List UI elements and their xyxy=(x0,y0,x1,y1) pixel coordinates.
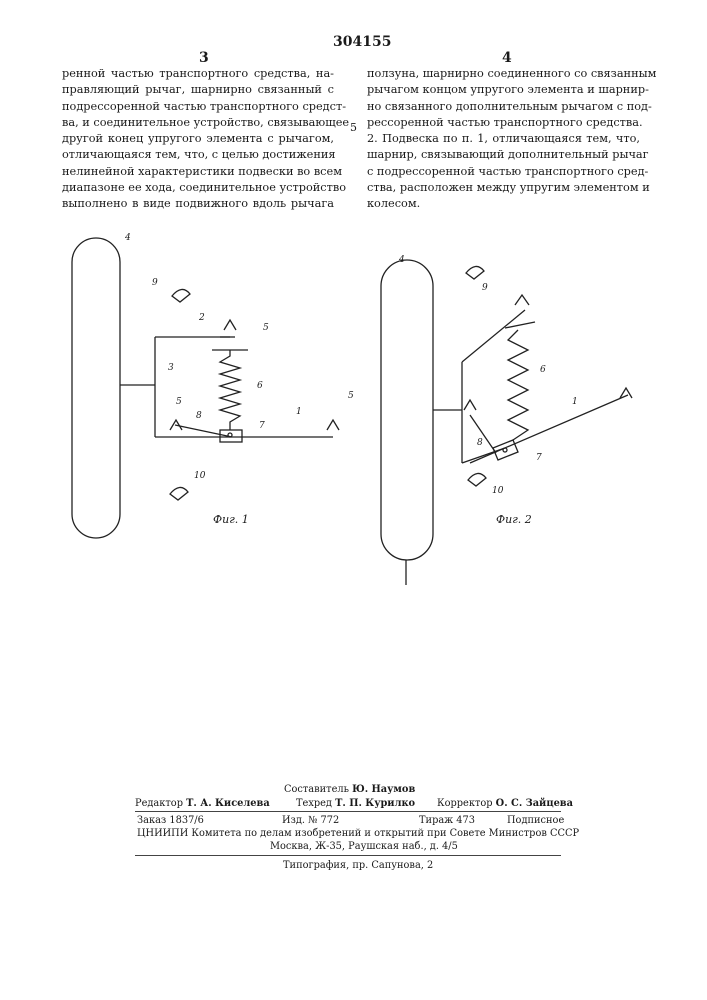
fig2-label-10: 10 xyxy=(492,486,504,496)
pivot-support xyxy=(327,420,339,430)
fig1-label-10: 10 xyxy=(194,471,206,481)
fig1-label-1: 1 xyxy=(296,407,302,417)
slider xyxy=(493,440,518,460)
figure-1 xyxy=(72,238,339,538)
fig1-label-4: 4 xyxy=(124,233,131,243)
figure-2 xyxy=(381,260,632,585)
footer-rule xyxy=(135,855,561,856)
figure-caption-1: Фиг. 1 xyxy=(213,513,249,526)
order-number: Заказ 1837/6 xyxy=(137,815,204,826)
techred-line: Техред Т. П. Курилко xyxy=(296,798,415,809)
wheel-outline xyxy=(381,260,433,560)
fig2-label-9: 9 xyxy=(482,283,488,293)
fig1-label-9: 9 xyxy=(152,278,158,288)
compiler-line: Составитель Ю. Наумов xyxy=(284,784,415,795)
fig2-label-7: 7 xyxy=(536,453,542,463)
subscription-note: Подписное xyxy=(507,815,564,826)
pivot-support xyxy=(224,320,236,330)
stop-9 xyxy=(466,266,484,279)
fig1-label-5-right: 5 xyxy=(348,391,354,401)
editor-line: Редактор Т. А. Киселева xyxy=(135,798,270,809)
extra-lever xyxy=(175,425,232,437)
corrector-line: Корректор О. С. Зайцева xyxy=(437,798,573,809)
address: Москва, Ж-35, Раушская наб., д. 4/5 xyxy=(270,841,458,852)
fig1-label-5-left: 5 xyxy=(176,397,182,407)
upper-arm xyxy=(462,310,525,362)
printer: Типография, пр. Сапунова, 2 xyxy=(283,860,433,871)
spring xyxy=(220,350,240,430)
fig2-label-8: 8 xyxy=(477,438,483,448)
fig2-label-6: 6 xyxy=(540,365,546,375)
figure-caption-2: Фиг. 2 xyxy=(496,513,532,526)
fig1-label-6: 6 xyxy=(257,381,263,391)
stop-9 xyxy=(172,289,190,302)
main-lever xyxy=(470,395,628,463)
stop-10 xyxy=(170,487,188,500)
organization: ЦНИИПИ Комитета по делам изобретений и о… xyxy=(137,828,579,839)
extra-lever xyxy=(470,415,496,453)
fig1-label-2: 2 xyxy=(198,313,205,323)
pivot-support xyxy=(464,400,476,410)
fig1-label-3: 3 xyxy=(168,363,174,373)
print-run: Тираж 473 xyxy=(419,815,475,826)
slider-pivot xyxy=(228,433,232,437)
wheel-outline xyxy=(72,238,120,538)
pivot-support xyxy=(515,295,529,305)
stop-10 xyxy=(468,473,486,486)
edition-number: Изд. № 772 xyxy=(282,815,339,826)
spring xyxy=(508,330,528,440)
fig2-label-1: 1 xyxy=(572,397,578,407)
footer-rule xyxy=(135,811,561,812)
fig1-label-8: 8 xyxy=(196,411,202,421)
fig1-label-5-top: 5 xyxy=(263,323,269,333)
fig1-label-7: 7 xyxy=(259,421,265,431)
fig2-label-4: 4 xyxy=(398,255,405,265)
slider-pivot xyxy=(503,448,507,452)
